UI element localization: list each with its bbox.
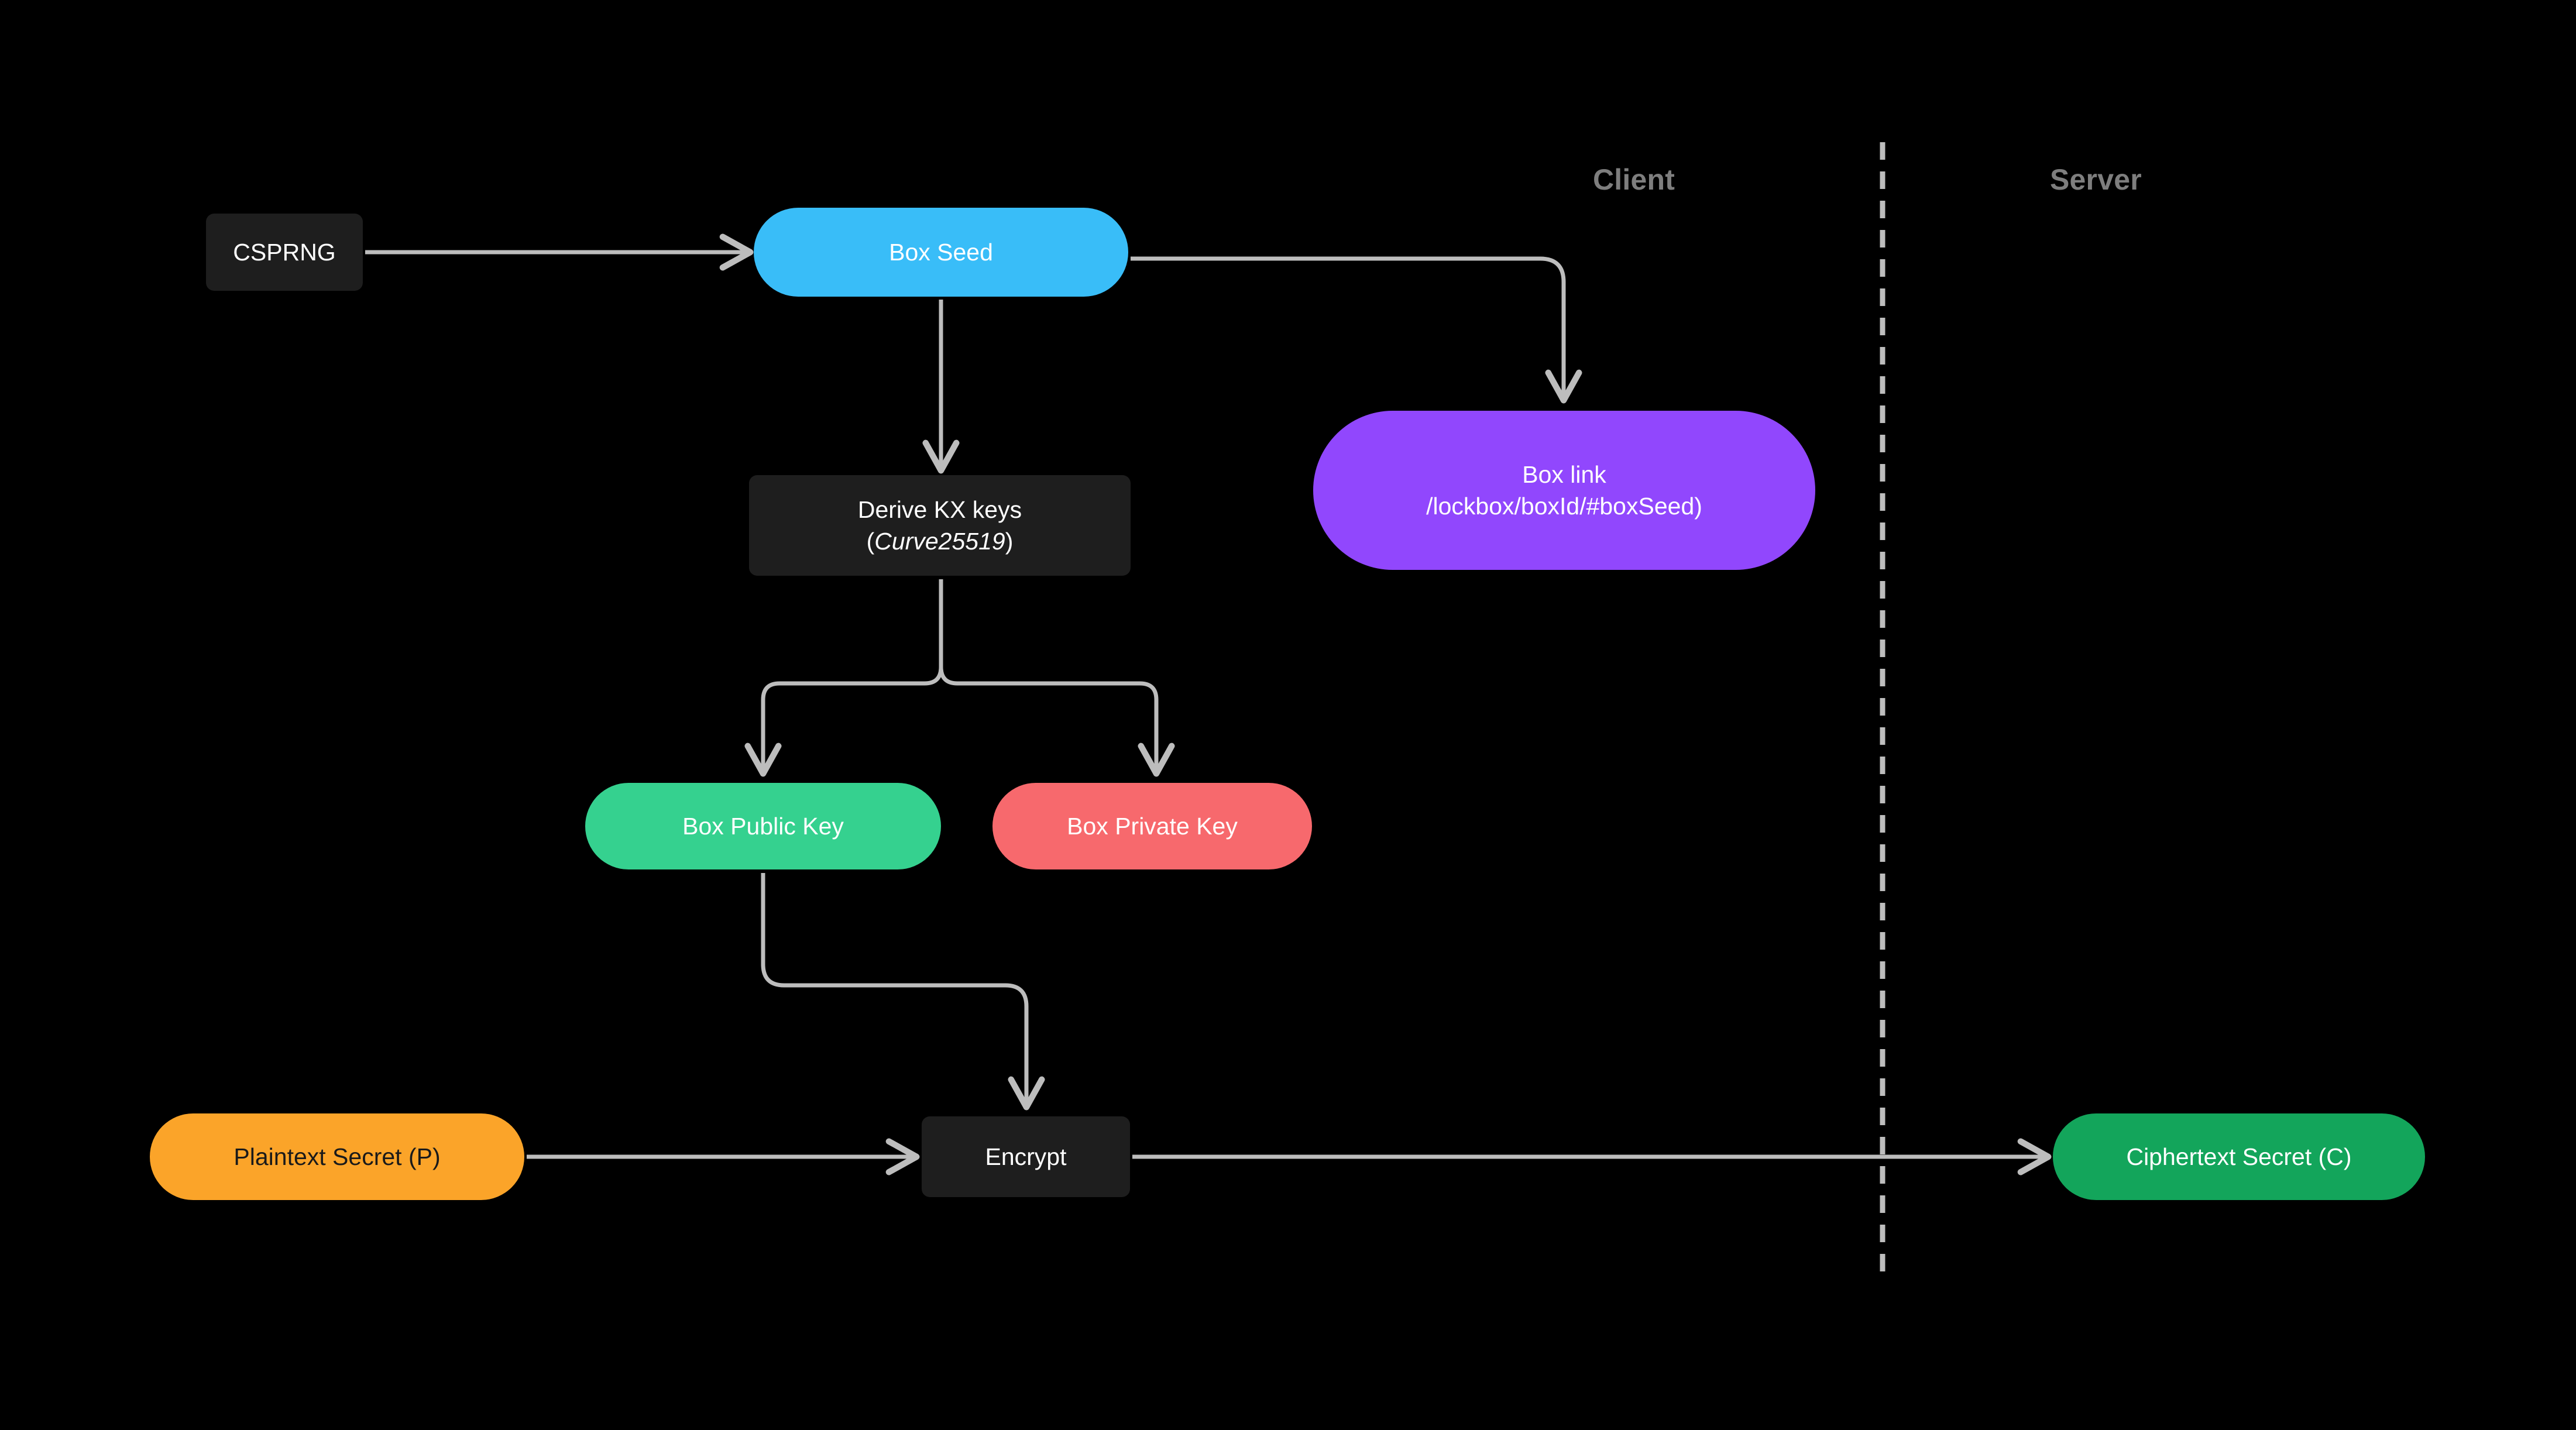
node-ciphertext-secret-label: Ciphertext Secret (C) (2126, 1143, 2352, 1170)
node-plaintext-secret[interactable]: Plaintext Secret (P) (150, 1113, 524, 1200)
node-derive-kx-keys-line2: (Curve25519) (858, 525, 1022, 557)
paren-open: ( (866, 528, 875, 555)
node-box-public-key[interactable]: Box Public Key (585, 783, 941, 869)
edge-derive-to-box-public-key (744, 579, 943, 777)
lane-label-server: Server (2050, 163, 2142, 196)
node-ciphertext-secret[interactable]: Ciphertext Secret (C) (2053, 1113, 2425, 1200)
edge-derive-to-box-private-key (939, 579, 1175, 777)
node-box-private-key-label: Box Private Key (1067, 812, 1238, 840)
node-box-link[interactable]: Box link /lockbox/boxId/#boxSeed) (1313, 411, 1815, 570)
node-encrypt-label: Encrypt (985, 1143, 1067, 1170)
node-box-link-line1: Box link (1522, 460, 1606, 488)
node-box-seed-label: Box Seed (889, 238, 993, 266)
node-box-seed[interactable]: Box Seed (754, 208, 1128, 297)
node-box-public-key-label: Box Public Key (682, 812, 844, 840)
node-box-link-line2: /lockbox/boxId/#boxSeed) (1426, 493, 1702, 520)
node-box-link-label: Box link /lockbox/boxId/#boxSeed) (1426, 459, 1702, 522)
lane-label-client: Client (1593, 163, 1675, 196)
paren-close: ) (1005, 528, 1014, 555)
node-box-private-key[interactable]: Box Private Key (992, 783, 1312, 869)
edge-box-seed-to-box-link (1131, 256, 1582, 404)
node-csprng-label: CSPRNG (233, 238, 336, 266)
node-derive-kx-keys-label: Derive KX keys (Curve25519) (858, 494, 1022, 557)
node-derive-kx-keys-line1: Derive KX keys (857, 496, 1022, 523)
node-derive-kx-keys[interactable]: Derive KX keys (Curve25519) (749, 475, 1131, 576)
curve-name: Curve25519 (874, 528, 1005, 555)
edge-box-public-key-to-encrypt (761, 873, 1045, 1111)
node-plaintext-secret-label: Plaintext Secret (P) (233, 1143, 441, 1170)
node-encrypt[interactable]: Encrypt (922, 1116, 1130, 1197)
node-csprng[interactable]: CSPRNG (206, 214, 363, 291)
